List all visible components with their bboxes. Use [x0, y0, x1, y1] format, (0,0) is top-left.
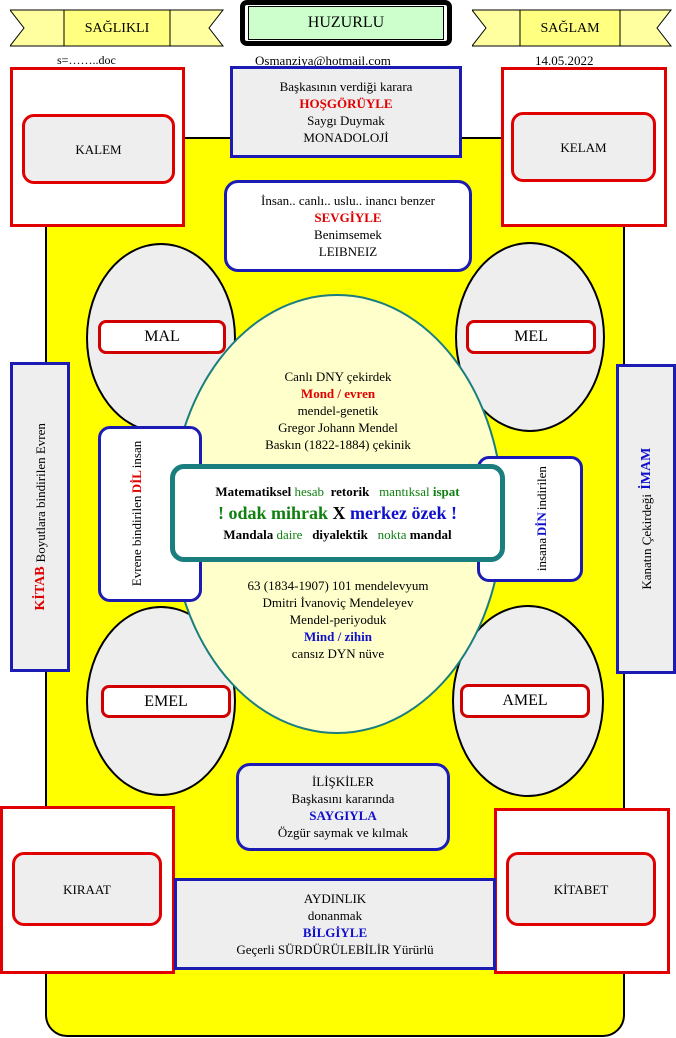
left-ribbon	[10, 9, 224, 47]
second-box-line2: SEVGİYLE	[314, 210, 382, 225]
bottom-box-line2: donanmak	[307, 908, 363, 923]
second-box-line1: İnsan.. canlı.. uslu.. inancı benzer	[261, 193, 435, 208]
label-emel: EMEL	[101, 685, 231, 718]
lower-box-line4: Özgür saymak ve kılmak	[277, 825, 409, 840]
top-box-line3: Saygı Duymak	[307, 113, 385, 128]
center-lower-line4: Mind / zihin	[304, 628, 372, 644]
left-side-box: KİTAB Boyutlara bindirilen Evren	[10, 362, 70, 672]
left-mid-line1: Evrene bindirilen	[128, 495, 144, 587]
lower-box-line1: İLİŞKİLER	[311, 774, 375, 789]
email-label: Osmanziya@hotmail.com	[255, 53, 391, 68]
corner-bottom-left-label: KIRAAT	[12, 852, 162, 926]
bottom-box-line1: AYDINLIK	[303, 891, 367, 906]
center-lower-line2: Dmitri İvanoviç Mendeleyev	[262, 594, 414, 610]
label-mal: MAL	[98, 320, 226, 354]
lower-box-line3: SAYGIYLA	[309, 808, 377, 823]
corner-top-left-label: KALEM	[22, 114, 175, 184]
left-mid-line2: DİL	[128, 470, 144, 494]
right-mid-text: insana DİN indirilen	[508, 460, 574, 578]
center-upper-line3: mendel-genetik	[297, 402, 379, 418]
page-title: HUZURLU	[248, 6, 444, 40]
core-matematiksel: Matematiksel	[215, 484, 292, 499]
second-box: İnsan.. canlı.. uslu.. inancı benzer SEV…	[224, 180, 472, 272]
right-side-box: Kanatın Çekirdeği İMAM	[616, 364, 676, 674]
title-frame: HUZURLU	[240, 0, 452, 46]
right-side-line1: Kanatın Çekirdeği	[638, 494, 654, 590]
second-box-line4: LEIBNEIZ	[318, 244, 378, 259]
bottom-box-line4: Geçerli SÜRDÜRÜLEBİLİR Yürürlü	[236, 942, 434, 957]
right-ribbon-label: SAĞLAM	[540, 20, 600, 36]
center-upper-line2: Mond / evren	[300, 385, 376, 401]
core-retorik: retorik	[330, 484, 370, 499]
left-side-line2: Boyutlara bindirilen Evren	[32, 423, 48, 563]
core-diyalektik: diyalektik	[312, 527, 368, 542]
label-amel: AMEL	[460, 684, 590, 718]
center-upper-line1: Canlı DNY çekirdek	[284, 368, 392, 384]
right-mid-line2: DİN	[533, 512, 549, 537]
center-lower-text: 63 (1834-1907) 101 mendelevyum Dmitri İv…	[218, 574, 458, 664]
top-box: Başkasının verdiği karara HOŞGÖRÜYLE Say…	[230, 66, 462, 158]
date-label: 14.05.2022	[535, 53, 594, 68]
left-mid-line3: insan	[128, 441, 144, 469]
lower-box: İLİŞKİLER Başkasını kararında SAYGIYLA Ö…	[236, 763, 450, 851]
core-odak-mihrak: ! odak mihrak	[218, 503, 329, 523]
lower-box-line2: Başkasını kararında	[291, 791, 395, 806]
left-mid-text: Evrene bindirilen DİL insan	[104, 430, 168, 598]
core-row1: Matematiksel hesab retorik mantıksal isp…	[215, 482, 459, 501]
core-row2: ! odak mihrak X merkez özek !	[218, 501, 457, 525]
core-box: Matematiksel hesab retorik mantıksal isp…	[170, 464, 505, 562]
right-mid-line1: insana	[533, 538, 549, 572]
center-upper-text: Canlı DNY çekirdek Mond / evren mendel-g…	[228, 366, 448, 454]
second-box-line3: Benimsemek	[314, 227, 382, 242]
bottom-box: AYDINLIK donanmak BİLGİYLE Geçerli SÜRDÜ…	[174, 878, 496, 970]
center-upper-line4: Gregor Johann Mendel	[278, 419, 398, 435]
file-label: s=……..doc	[57, 53, 116, 67]
core-ispat: ispat	[432, 484, 460, 499]
left-side-line1: KİTAB	[32, 566, 48, 611]
core-nokta: nokta	[377, 527, 407, 542]
top-box-line1: Başkasının verdiği karara	[279, 79, 413, 94]
core-mantiksal: mantıksal	[379, 484, 430, 499]
top-box-line2: HOŞGÖRÜYLE	[299, 96, 393, 111]
corner-bottom-right-label: KİTABET	[506, 852, 656, 926]
label-mel: MEL	[466, 320, 596, 354]
core-daire: daire	[276, 527, 303, 542]
center-upper-line5: Baskın (1822-1884) çekinik	[265, 436, 411, 452]
right-mid-line3: indirilen	[533, 466, 549, 511]
core-merkez-ozek: merkez özek !	[350, 503, 457, 523]
center-lower-line3: Mendel-periyoduk	[289, 611, 387, 627]
bottom-box-line3: BİLGİYLE	[302, 925, 368, 940]
right-ribbon	[472, 9, 672, 47]
core-mandala: Mandala	[223, 527, 274, 542]
core-row3: Mandala daire diyalektik nokta mandal	[223, 525, 451, 544]
corner-top-right-label: KELAM	[511, 112, 656, 182]
center-lower-line1: 63 (1834-1907) 101 mendelevyum	[247, 577, 429, 593]
core-x: X	[332, 503, 346, 523]
center-lower-line5: cansız DYN nüve	[291, 645, 385, 661]
right-side-line2: İMAM	[638, 448, 654, 491]
core-mandal: mandal	[409, 527, 452, 542]
left-ribbon-label: SAĞLIKLI	[84, 20, 150, 36]
top-box-line4: MONADOLOJİ	[303, 130, 389, 145]
core-hesab: hesab	[294, 484, 325, 499]
